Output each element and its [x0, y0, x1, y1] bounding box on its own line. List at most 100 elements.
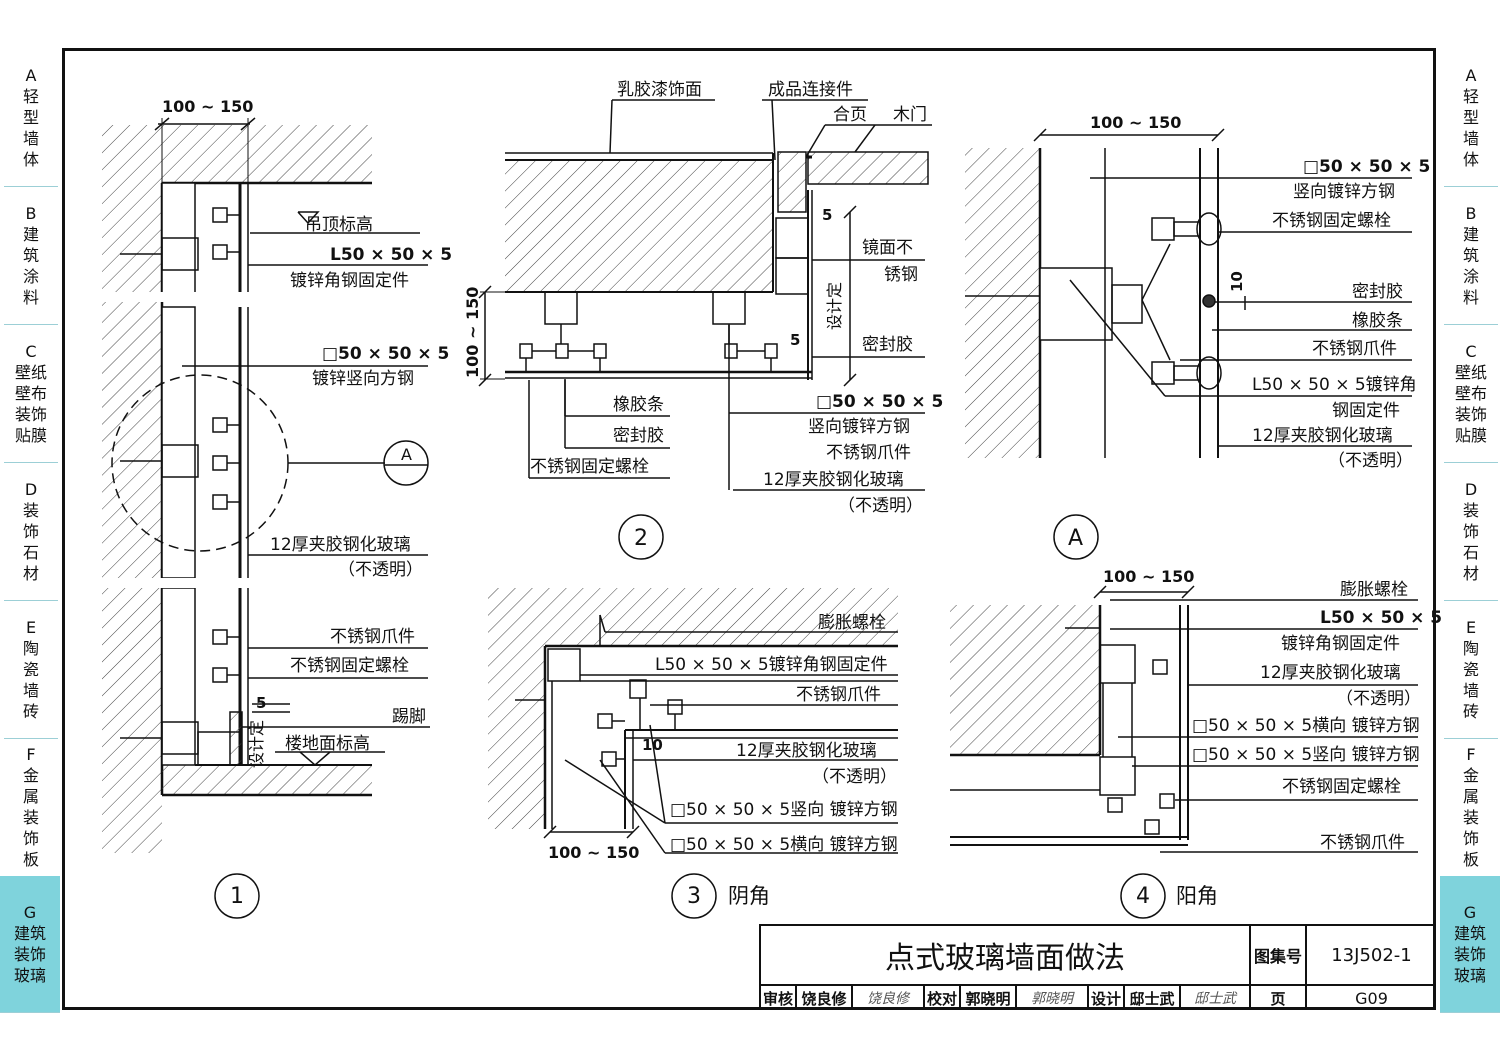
- sidebar-tab-text: 装: [22, 808, 39, 827]
- sidebar-tab-text: 壁布: [1454, 383, 1487, 403]
- sidebar-tab-text: 体: [1462, 149, 1479, 169]
- d2-mirror-1: 镜面不: [862, 238, 913, 258]
- sidebar-tab-text: 装饰: [14, 404, 47, 424]
- sidebar-tab-text: 筑: [1462, 245, 1479, 265]
- dA-angle2: 钢固定件: [1332, 401, 1400, 421]
- sidebar-tab-text: 建筑: [13, 924, 46, 943]
- d2-hinge: 合页: [833, 105, 867, 125]
- sidebar-tab-text: 砖: [22, 701, 39, 721]
- d3-glass: 12厚夹胶钢化玻璃: [736, 741, 877, 761]
- d1-opaque: （不透明）: [338, 560, 423, 580]
- dA-glass: 12厚夹胶钢化玻璃: [1252, 426, 1393, 446]
- d4-bolt: 不锈钢固定螺栓: [1282, 777, 1401, 797]
- d3-gap: 10: [642, 736, 663, 754]
- review-label: 审核: [759, 984, 795, 1010]
- d1-floor: 楼地面标高: [285, 734, 370, 754]
- sidebar-tab-text: 涂: [22, 266, 39, 286]
- dA-opaque: （不透明）: [1328, 451, 1413, 471]
- sidebar-tab-text: 墙: [1462, 680, 1479, 700]
- sidebar-tab-text: 瓷: [1462, 659, 1479, 679]
- d1-dim: 100 ~ 150: [162, 97, 253, 116]
- checker-signature: 郭晓明: [1015, 984, 1087, 1010]
- detail-3: [488, 588, 898, 919]
- d1-bolt: 不锈钢固定螺栓: [290, 656, 409, 676]
- d4-label: 阳角: [1176, 884, 1218, 908]
- reviewer-name: 饶良修: [795, 984, 851, 1010]
- sidebar-tab-text: 饰: [22, 829, 39, 848]
- sidebar-tab-text: 石: [1462, 542, 1479, 562]
- reviewer-signature: 饶良修: [851, 984, 923, 1010]
- sidebar-tab-text: 陶: [1462, 638, 1479, 658]
- d4-glass: 12厚夹胶钢化玻璃: [1260, 663, 1401, 683]
- d2-opaque: （不透明）: [838, 496, 923, 516]
- labels: 100 ~ 150 吊顶标高 L50 × 50 × 5 镀锌角钢固定件 □50 …: [162, 80, 1442, 909]
- d4-dim: 100 ~ 150: [1103, 567, 1194, 586]
- sidebar-tab-letter: F: [26, 745, 36, 764]
- detail-a: [965, 128, 1412, 560]
- d4-vtube: □50 × 50 × 5竖向 镀锌方钢: [1192, 745, 1420, 765]
- sidebar-tab-letter: C: [1465, 341, 1477, 361]
- dA-tube-desc: 竖向镀锌方钢: [1293, 182, 1395, 202]
- sidebar-tab-text: 饰: [1462, 521, 1479, 541]
- d2-tube-desc: 竖向镀锌方钢: [808, 417, 910, 437]
- sidebar-tab-letter: D: [1464, 479, 1478, 499]
- sidebar-tab-text: 建筑: [1453, 924, 1486, 943]
- sidebar-tab-text: 墙: [22, 680, 39, 700]
- d3-label: 阴角: [728, 884, 770, 908]
- sidebar-tab-text: 贴膜: [14, 425, 47, 445]
- drawing-title: 点式玻璃墙面做法: [759, 924, 1249, 984]
- sidebar-tab-text: 瓷: [22, 659, 39, 679]
- d1-callout: A: [401, 445, 412, 464]
- sidebar-tab-text: 型: [22, 107, 39, 127]
- d4-htube: □50 × 50 × 5横向 镀锌方钢: [1192, 716, 1420, 736]
- d4-number: 4: [1136, 884, 1150, 909]
- sidebar-tab-letter: E: [1465, 617, 1477, 637]
- d1-ceiling: 吊顶标高: [305, 215, 373, 235]
- sidebar-tab-text: 板: [22, 850, 39, 869]
- d1-claw: 不锈钢爪件: [330, 627, 415, 647]
- d2-glass: 12厚夹胶钢化玻璃: [763, 470, 904, 490]
- d2-paint: 乳胶漆饰面: [617, 80, 702, 100]
- dA-gap: 10: [1228, 271, 1246, 292]
- d2-number: 2: [634, 526, 648, 551]
- dA-rubber: 橡胶条: [1352, 311, 1403, 331]
- designer-name: 邸士武: [1123, 984, 1179, 1010]
- atlas-label: 图集号: [1249, 924, 1305, 984]
- drawing-frame: [62, 48, 1436, 1010]
- design-label: 设计: [1087, 984, 1123, 1010]
- sidebar-tab-text: 型: [1462, 107, 1479, 127]
- check-label: 校对: [923, 984, 959, 1010]
- d2-bolt: 不锈钢固定螺栓: [530, 457, 649, 477]
- sidebar-tab-letter: B: [1465, 203, 1477, 223]
- sidebar-tab-text: 石: [22, 542, 39, 562]
- sidebar-tab-text: 玻璃: [1453, 966, 1486, 985]
- sidebar-tab-text: 金: [1462, 766, 1479, 785]
- d4-anchor: 膨胀螺栓: [1340, 580, 1408, 600]
- d1-angle-desc: 镀锌角钢固定件: [290, 271, 409, 291]
- sidebar-tab-text: 属: [1462, 787, 1479, 806]
- sidebar-tab-text: 筑: [22, 245, 39, 265]
- sidebar-tab-text: 建: [1462, 224, 1479, 244]
- d4-claw: 不锈钢爪件: [1320, 833, 1405, 853]
- checker-name: 郭晓明: [959, 984, 1015, 1010]
- dA-dim: 100 ~ 150: [1090, 113, 1181, 132]
- sidebar-tab-text: 陶: [22, 638, 39, 658]
- d2-connector: 成品连接件: [768, 80, 853, 100]
- d2-sealant: 密封胶: [862, 335, 913, 355]
- d3-anchor: 膨胀螺栓: [818, 613, 886, 633]
